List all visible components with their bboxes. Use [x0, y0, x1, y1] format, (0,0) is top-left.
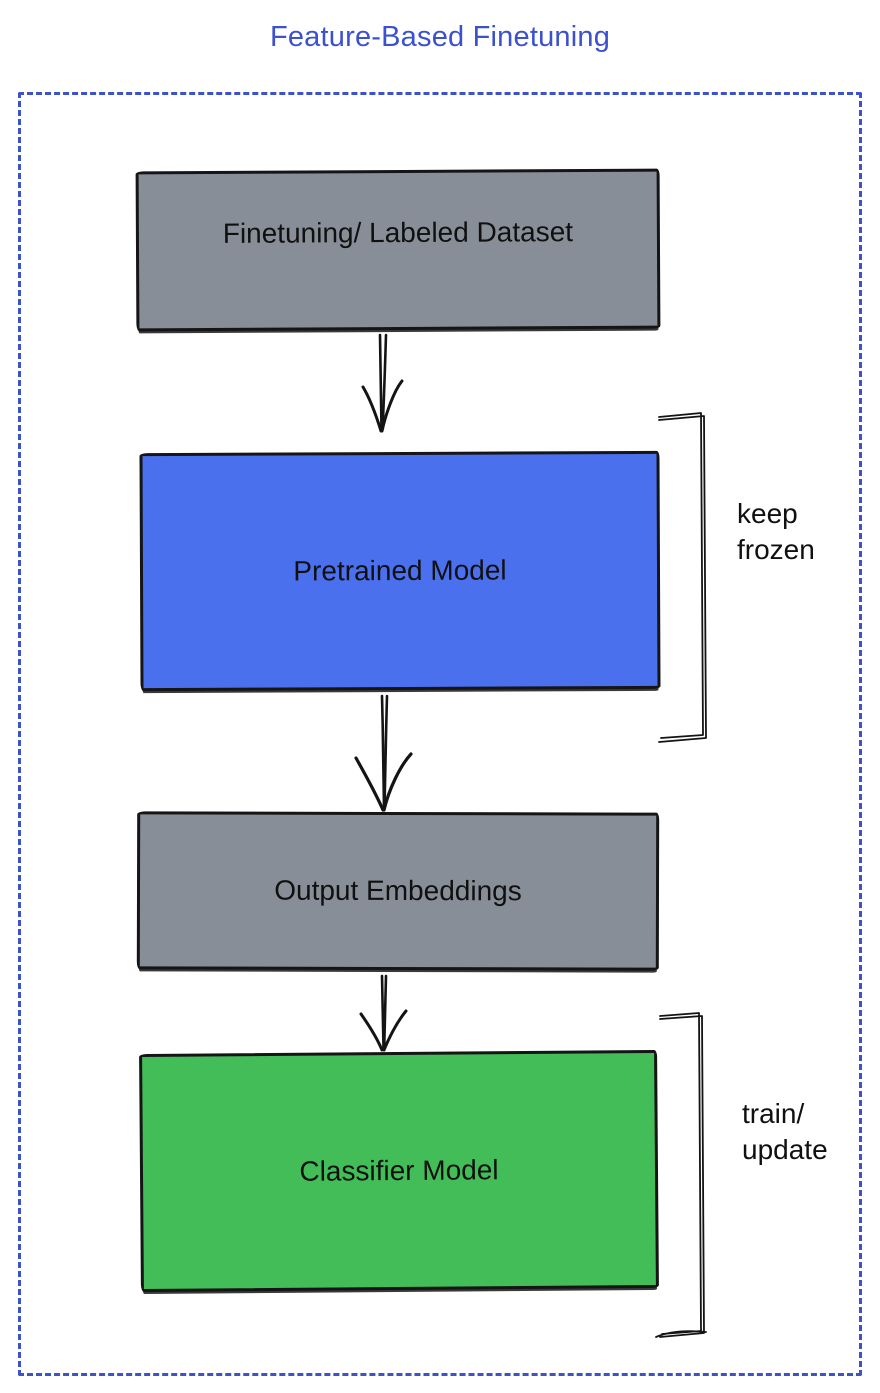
box-finetuning-dataset: Finetuning/ Labeled Dataset — [135, 168, 661, 332]
box-classifier-model-label: Classifier Model — [299, 1154, 499, 1187]
arrow-down-icon — [361, 333, 404, 433]
diagram-title: Feature-Based Finetuning — [269, 21, 611, 53]
keep-frozen-line1: keep — [737, 498, 798, 529]
train-update-line1: train/ — [742, 1098, 805, 1129]
box-finetuning-dataset-label: Finetuning/ Labeled Dataset — [222, 216, 574, 249]
arrow-down-icon — [354, 694, 413, 812]
bracket-keep-frozen-icon — [658, 412, 707, 743]
bracket-train-update-icon — [655, 1012, 707, 1338]
train-update-line2: update — [742, 1134, 828, 1165]
arrow-down-icon — [359, 974, 408, 1052]
keep-frozen-label: keep frozen — [737, 496, 815, 568]
train-update-label: train/ update — [742, 1096, 828, 1168]
box-pretrained-model: Pretrained Model — [139, 450, 661, 692]
box-output-embeddings: Output Embeddings — [136, 811, 660, 971]
box-output-embeddings-label: Output Embeddings — [274, 874, 522, 907]
box-pretrained-model-label: Pretrained Model — [293, 554, 507, 587]
keep-frozen-line2: frozen — [737, 534, 815, 565]
dashed-border-frame — [18, 92, 862, 1376]
box-classifier-model: Classifier Model — [139, 1049, 659, 1293]
